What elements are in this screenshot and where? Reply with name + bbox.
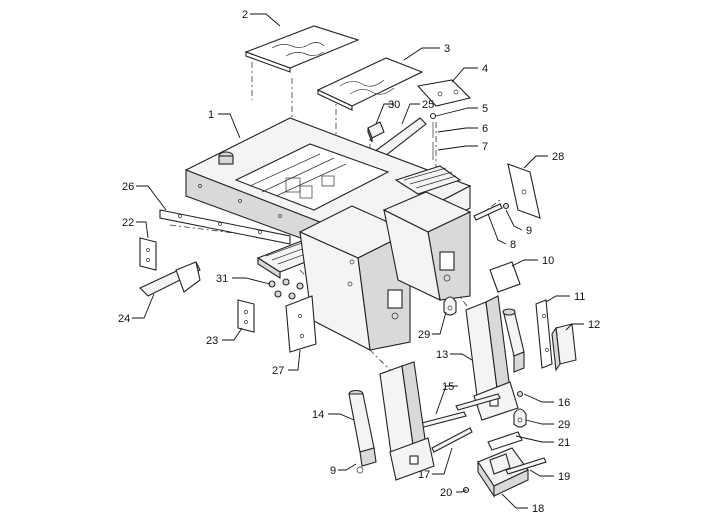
part-11-bar [535, 299, 553, 369]
part-2-top-cover [244, 25, 360, 73]
parts-15-16-17-pins [417, 390, 524, 453]
rear-step [394, 165, 462, 195]
rear-outrigger-housing [382, 191, 472, 301]
callout-31: 31 [216, 273, 228, 285]
leader-lines [132, 13, 584, 509]
part-14-cylinder [348, 389, 377, 474]
callout-13: 13 [436, 349, 448, 361]
front-outrigger-leg [379, 361, 435, 481]
callout-29-lower: 29 [558, 419, 570, 431]
callout-4: 4 [482, 63, 488, 75]
callout-27: 27 [272, 365, 284, 377]
rear-cylinder [502, 308, 525, 373]
callout-18: 18 [532, 503, 544, 515]
callout-29-upper: 29 [418, 329, 430, 341]
part-29-shackle-lower [513, 408, 527, 428]
part-12-bracket [551, 323, 577, 372]
part-26-strap [159, 209, 291, 245]
callout-9-upper: 9 [526, 225, 532, 237]
callout-23: 23 [206, 335, 218, 347]
callout-7: 7 [482, 141, 488, 153]
part-24-gusset [139, 261, 201, 297]
callout-11: 11 [574, 291, 585, 303]
callout-1: 1 [208, 109, 214, 121]
callout-26: 26 [122, 181, 134, 193]
part-23-plate [237, 299, 255, 333]
callout-15: 15 [442, 381, 454, 393]
part-3-cover-plate [316, 57, 424, 111]
parts-5-6-7-hardware [429, 112, 437, 160]
part-27-side-plate [285, 295, 317, 353]
part-28-plate [507, 163, 541, 219]
part-10-label [489, 261, 521, 293]
callout-20: 20 [440, 487, 452, 499]
callout-9-lower: 9 [330, 465, 336, 477]
callout-12: 12 [588, 319, 600, 331]
callout-3: 3 [444, 43, 450, 55]
part-13-outrigger-leg [465, 295, 519, 421]
callout-2: 2 [242, 9, 248, 21]
part-4-plate [416, 79, 472, 107]
callout-labels: 2 3 4 1 30 25 5 6 7 28 26 22 9 8 10 31 1… [118, 9, 600, 515]
callout-30: 30 [388, 99, 400, 111]
parts-8-9-pins-upper [473, 202, 510, 221]
part-31-nuts [268, 278, 304, 300]
callout-22: 22 [122, 217, 134, 229]
part-22-plate [139, 237, 157, 271]
callout-21: 21 [558, 437, 570, 449]
callout-16: 16 [558, 397, 570, 409]
callout-14: 14 [312, 409, 324, 421]
part-29-shackle-upper [443, 296, 457, 316]
callout-24: 24 [118, 313, 130, 325]
part-18-foot-pad [477, 447, 529, 498]
callout-10: 10 [542, 255, 554, 267]
callout-5: 5 [482, 103, 488, 115]
callout-19: 19 [558, 471, 570, 483]
callout-28: 28 [552, 151, 564, 163]
callout-17: 17 [418, 469, 430, 481]
callout-25: 25 [422, 99, 434, 111]
callout-6: 6 [482, 123, 488, 135]
callout-8: 8 [510, 239, 516, 251]
part-30-bracket [367, 121, 385, 143]
